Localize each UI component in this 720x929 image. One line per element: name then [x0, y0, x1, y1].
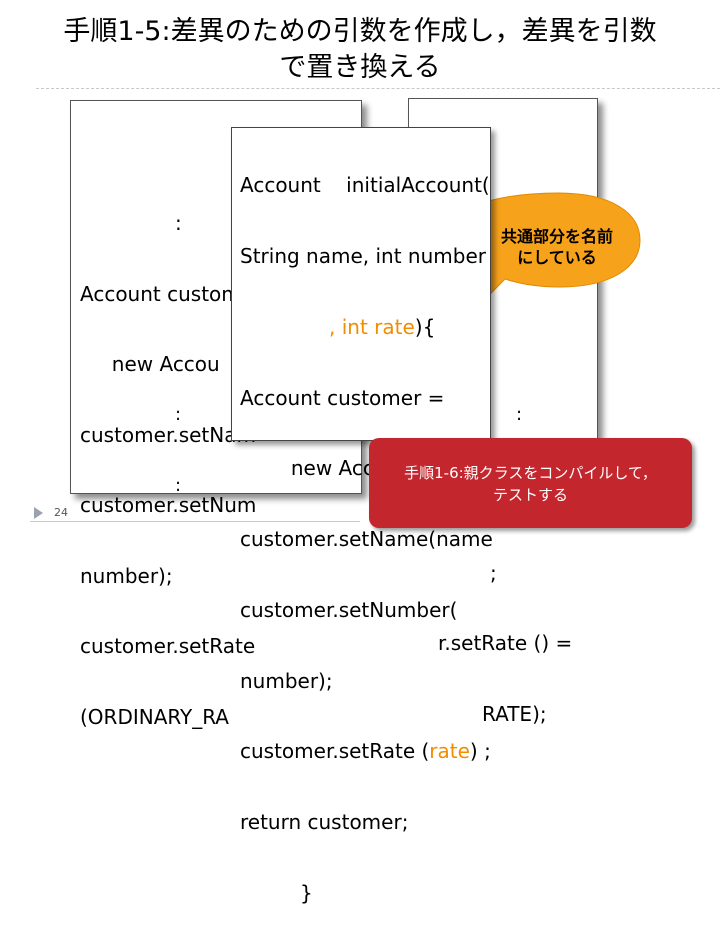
- next-step-line-2: テストする: [492, 486, 568, 504]
- slide-title-line-1: 手順1-5:差異のための引数を作成し，差異を引数: [63, 16, 657, 47]
- slide-title-line-2: で置き換える: [279, 52, 441, 83]
- footer-divider: [30, 521, 360, 522]
- callout-line-1: 共通部分を名前: [500, 227, 613, 246]
- method-close-brace: }: [300, 881, 313, 905]
- ellipsis-dots: :: [175, 474, 182, 496]
- set-rate-close: ) ;: [469, 739, 491, 764]
- method-line: Account customer =: [240, 385, 445, 410]
- method-params: String name, int number: [240, 243, 486, 268]
- extracted-method-code: Account initialAccount( String name, int…: [240, 127, 493, 929]
- next-step-text: 手順1-6:親クラスをコンパイルして， テストする: [369, 462, 692, 506]
- original-code-line: customer.setNum: [80, 493, 257, 517]
- open-brace: ){: [414, 314, 436, 339]
- title-divider: [36, 88, 720, 89]
- method-params-added: , int rate){: [240, 314, 493, 340]
- method-line: return customer;: [240, 810, 409, 835]
- set-rate-call: customer.setRate (: [240, 739, 430, 764]
- next-step-box: [369, 438, 692, 528]
- rate-argument: rate: [429, 739, 470, 764]
- page-number: 24: [54, 506, 68, 519]
- ellipsis-dots: :: [175, 404, 182, 425]
- method-signature: Account initialAccount(: [240, 173, 490, 198]
- callout-text: 共通部分を名前 にしている: [477, 226, 637, 268]
- callout-line-2: にしている: [517, 248, 597, 267]
- method-line: customer.setNumber(: [240, 597, 458, 622]
- original-code-ellipsis: : :: [175, 356, 186, 521]
- added-rate-param: , int rate: [329, 314, 415, 339]
- original-code-line: number);: [80, 563, 173, 588]
- original-code-line: :: [175, 211, 182, 235]
- method-set-rate-line: customer.setRate (rate) ;: [240, 740, 493, 764]
- next-step-line-1: 手順1-6:親クラスをコンパイルして，: [404, 464, 657, 482]
- ellipsis-dots: :: [516, 404, 523, 425]
- second-code-line: RATE);: [482, 701, 547, 726]
- original-code-line: new Accou: [80, 352, 220, 376]
- original-code-line: customer.setNam: [80, 422, 256, 447]
- footer-triangle-icon: [34, 507, 43, 519]
- original-code-line: (ORDINARY_RA: [80, 704, 229, 729]
- original-code-line: customer.setRate: [80, 634, 256, 658]
- indent: [240, 315, 329, 339]
- extracted-method-box: [231, 127, 491, 441]
- slide-title: 手順1-5:差異のための引数を作成し，差異を引数 で置き換える: [40, 14, 680, 86]
- method-line: number);: [240, 668, 333, 693]
